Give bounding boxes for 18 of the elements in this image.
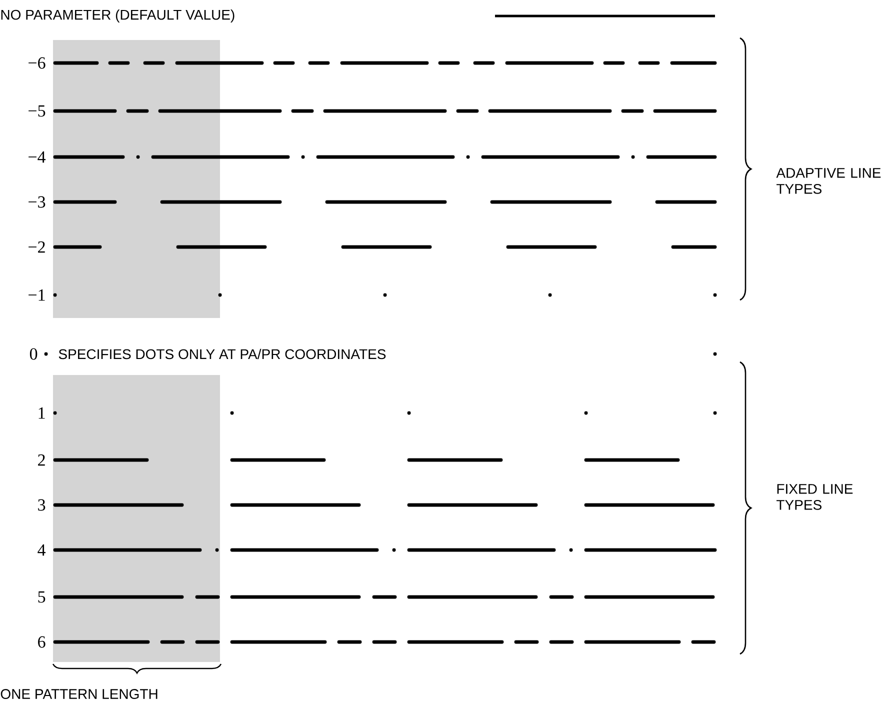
line-type-number: −4 xyxy=(28,151,46,163)
line-type-number: 2 xyxy=(38,454,45,466)
note-text: SPECIFIES DOTS ONLY AT PA/PR COORDINATES xyxy=(58,348,386,360)
line-type-number: 3 xyxy=(38,499,46,511)
group-label: ADAPTIVE LINE TYPES xyxy=(776,168,881,194)
line-type-number: −6 xyxy=(28,57,46,69)
group-label: FIXED LINE TYPES xyxy=(776,484,853,510)
line-type-number: 5 xyxy=(38,591,46,603)
line-type-number: −2 xyxy=(28,241,45,253)
line-type-number: 1 xyxy=(38,407,45,419)
line-type-number: 0 xyxy=(30,348,38,360)
line-type-number: −3 xyxy=(28,196,46,208)
line-type-number: −5 xyxy=(28,105,46,117)
pattern-length-label: ONE PATTERN LENGTH xyxy=(0,689,158,699)
line-type-number: 4 xyxy=(38,544,46,556)
line-type-number: 6 xyxy=(38,636,46,648)
line-type-number: −1 xyxy=(28,289,45,301)
heading-text: NO PARAMETER (DEFAULT VALUE) xyxy=(1,9,234,23)
